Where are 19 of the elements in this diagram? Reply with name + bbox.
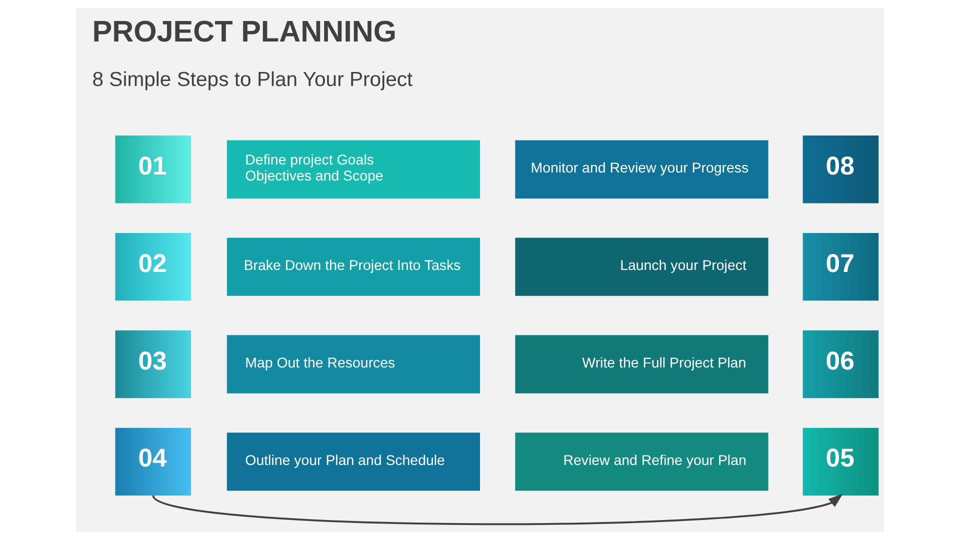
node-box: Define project Goals Objectives and Scope <box>226 140 480 198</box>
node-box: Outline your Plan and Schedule <box>226 432 480 491</box>
label: 8 Simple Steps to Plan Your Project <box>92 69 413 92</box>
node-box: Launch your Project <box>515 238 768 296</box>
node-box: Write the Full Project Plan <box>515 335 768 394</box>
arrow <box>152 494 843 525</box>
node-box: 08 <box>802 136 879 204</box>
node-box: Review and Refine your Plan <box>515 432 768 491</box>
node-box: 03 <box>115 330 192 398</box>
node-box: 07 <box>802 232 879 301</box>
node-box: Monitor and Review your Progress <box>515 140 768 198</box>
node-box: Brake Down the Project Into Tasks <box>226 238 480 296</box>
node-box: 04 <box>115 428 192 496</box>
node-box: Map Out the Resources <box>226 335 480 394</box>
node-box: 06 <box>802 330 879 398</box>
node-box: 01 <box>115 136 192 204</box>
diagram-title: PROJECT PLANNING <box>92 16 397 49</box>
node-box: 05 <box>802 428 879 496</box>
node-box: 02 <box>115 232 192 301</box>
